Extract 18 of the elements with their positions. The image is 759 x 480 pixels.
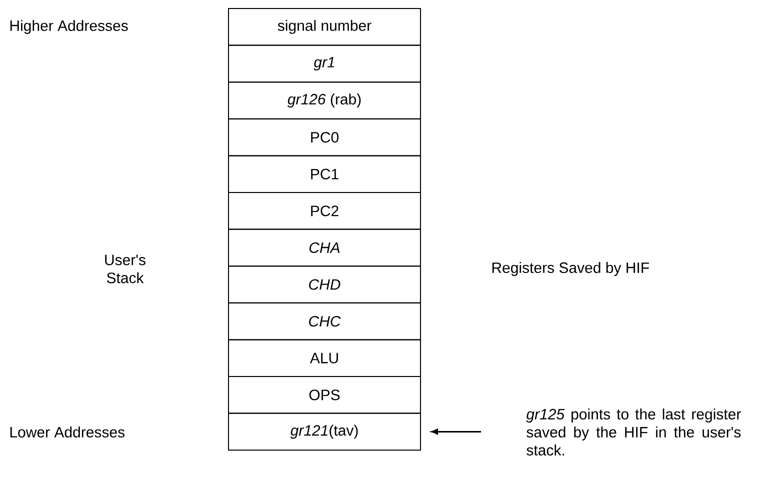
label: User's Stack xyxy=(105,254,146,284)
stack-cell: gr126 (rab) xyxy=(228,82,421,120)
stack-cell: gr121(tav) xyxy=(228,412,421,451)
label: Lower Addresses xyxy=(10,426,124,438)
stack-cell: OPS xyxy=(228,376,421,414)
arrow xyxy=(431,428,481,435)
stack-cell: CHC xyxy=(228,302,421,340)
stack-cell: PC1 xyxy=(228,155,421,193)
stack-cell: CHA xyxy=(228,228,421,267)
label: gr125 points to the last register saved by the HIF in the user's stack. xyxy=(526,408,741,456)
stack-cell: signal number xyxy=(228,8,421,46)
label: Registers Saved by HIF xyxy=(492,262,649,276)
stack-cell: ALU xyxy=(228,339,421,377)
stack-cell: gr1 xyxy=(228,44,421,83)
label: Higher Addresses xyxy=(10,20,128,34)
stack-cell: PC0 xyxy=(228,118,421,156)
stack-cell: CHD xyxy=(228,266,421,304)
stack-cell: PC2 xyxy=(228,192,421,230)
